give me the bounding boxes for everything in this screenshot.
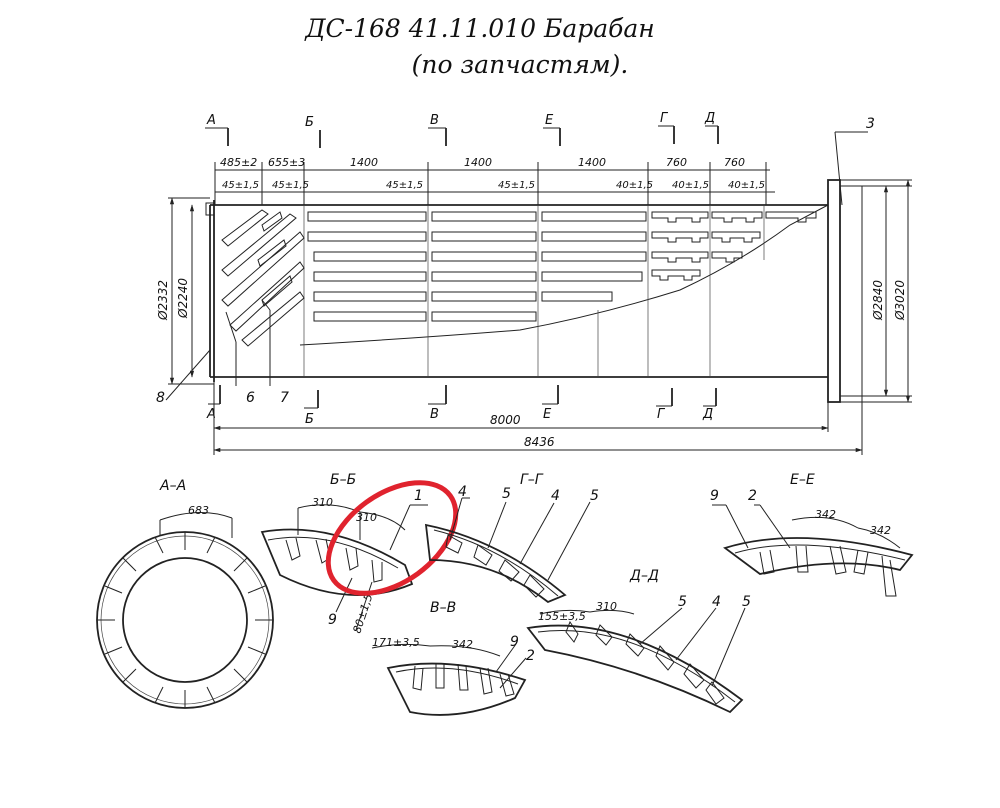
- section-gg-title: Г–Г: [520, 472, 544, 488]
- shelf-group-3: [541, 211, 647, 302]
- pitch-7: 40±1,5: [728, 180, 765, 191]
- section-g-top: Г: [660, 111, 669, 126]
- pitch-2: 45±1,5: [272, 180, 309, 191]
- diameter-left-inner: Ø2240: [176, 278, 190, 319]
- dim-top-7: 760: [724, 156, 745, 169]
- section-bb-view: Б–Б 310 310 1 9 80±1,5: [260, 472, 428, 635]
- section-d-bottom: Д: [702, 407, 713, 422]
- section-g-bottom: Г: [657, 407, 666, 422]
- section-dd-callout-5b: 5: [742, 594, 751, 610]
- diameter-dimensions: Ø2332 Ø2240 Ø2840 Ø3020: [156, 179, 912, 403]
- section-ee-view: Е–Е 9 2 342 342: [710, 472, 914, 597]
- section-aa-dim: 683: [188, 504, 209, 517]
- section-gg-callout-4a: 4: [458, 484, 467, 500]
- length-dimensions: 8000 8436: [213, 382, 863, 455]
- highlight-ellipse: [325, 480, 459, 596]
- section-dd-title: Д–Д: [629, 568, 659, 584]
- section-bb-callout-1: 1: [414, 488, 423, 504]
- drum-longitudinal-view: [205, 179, 863, 403]
- section-gg-view: Г–Г 4 5 4 5: [424, 472, 599, 604]
- section-bb-dim3: 80±1,5: [350, 592, 375, 635]
- dim-top-5: 1400: [578, 156, 606, 169]
- callout-7: 7: [280, 390, 289, 406]
- shelf-group-1: [307, 211, 427, 322]
- length-8436: 8436: [524, 435, 555, 449]
- dimension-chain-top: 485±2 655±3 1400 1400 1400 760 760 45±1,…: [214, 156, 775, 205]
- section-vv-dim2: 342: [452, 638, 473, 651]
- section-ee-callout-9: 9: [710, 488, 719, 504]
- section-vv-callout-9: 9: [510, 634, 519, 650]
- diameter-right-outer: Ø3020: [893, 280, 907, 321]
- section-aa-title: А–А: [159, 478, 186, 494]
- section-d-top: Д: [704, 111, 715, 126]
- section-ee-dim2: 342: [870, 524, 891, 537]
- section-v-bottom: В: [430, 407, 439, 422]
- section-vv-dim1: 171±3,5: [372, 636, 420, 649]
- dim-top-6: 760: [666, 156, 687, 169]
- section-bb-dim2: 310: [356, 511, 377, 524]
- section-markers-top: А Б В Е Г Д: [205, 111, 719, 148]
- section-vv-callout-2: 2: [526, 648, 535, 664]
- section-b-top: Б: [305, 115, 314, 130]
- section-gg-callout-5b: 5: [590, 488, 599, 504]
- pitch-1: 45±1,5: [222, 180, 259, 191]
- callout-6: 6: [246, 390, 255, 406]
- pitch-5: 40±1,5: [616, 180, 653, 191]
- callouts-main: 3 8 6 7: [156, 116, 875, 406]
- section-a-top: А: [206, 113, 216, 128]
- section-dd-view: Д–Д 155±3,5 310 5 4 5: [526, 568, 751, 714]
- dim-top-1: 485±2: [220, 156, 257, 169]
- section-bb-dim1: 310: [312, 496, 333, 509]
- length-8000: 8000: [490, 413, 521, 427]
- pitch-3: 45±1,5: [386, 180, 423, 191]
- section-b-bottom: Б: [305, 412, 314, 427]
- diameter-left-outer: Ø2332: [156, 280, 170, 321]
- section-gg-callout-5a: 5: [502, 486, 511, 502]
- section-bb-callout-9: 9: [328, 612, 337, 628]
- drawing-title: ДС-168 41.11.010 Барабан: [305, 14, 655, 43]
- shelf-group-4: [651, 211, 817, 281]
- section-dd-dim2: 310: [596, 600, 617, 613]
- section-ee-title: Е–Е: [790, 472, 815, 488]
- section-dd-callout-4: 4: [712, 594, 721, 610]
- section-gg-callout-4b: 4: [551, 488, 560, 504]
- section-v-top: В: [430, 113, 439, 128]
- callout-8: 8: [156, 390, 165, 406]
- section-ee-callout-2: 2: [748, 488, 757, 504]
- section-e-bottom: Е: [543, 407, 552, 422]
- section-markers-bottom: А Б В Е Г Д: [206, 385, 717, 427]
- section-ee-dim1: 342: [815, 508, 836, 521]
- section-vv-title: В–В: [430, 600, 456, 616]
- diameter-right-inner: Ø2840: [871, 280, 885, 321]
- shelf-group-2: [431, 211, 537, 322]
- pitch-4: 45±1,5: [498, 180, 535, 191]
- callout-3: 3: [866, 116, 875, 132]
- section-a-bottom: А: [206, 407, 216, 422]
- section-aa-view: А–А 683: [96, 478, 274, 709]
- section-dd-dim1: 155±3,5: [538, 610, 586, 623]
- section-dd-callout-5a: 5: [678, 594, 687, 610]
- pitch-6: 40±1,5: [672, 180, 709, 191]
- section-bb-title: Б–Б: [330, 472, 356, 488]
- dim-top-2: 655±3: [268, 156, 305, 169]
- dim-top-4: 1400: [464, 156, 492, 169]
- drawing-subtitle: (по запчастям).: [411, 50, 629, 79]
- section-vv-view: В–В 171±3,5 342 9 2: [371, 600, 535, 716]
- section-e-top: Е: [545, 113, 554, 128]
- dim-top-3: 1400: [350, 156, 378, 169]
